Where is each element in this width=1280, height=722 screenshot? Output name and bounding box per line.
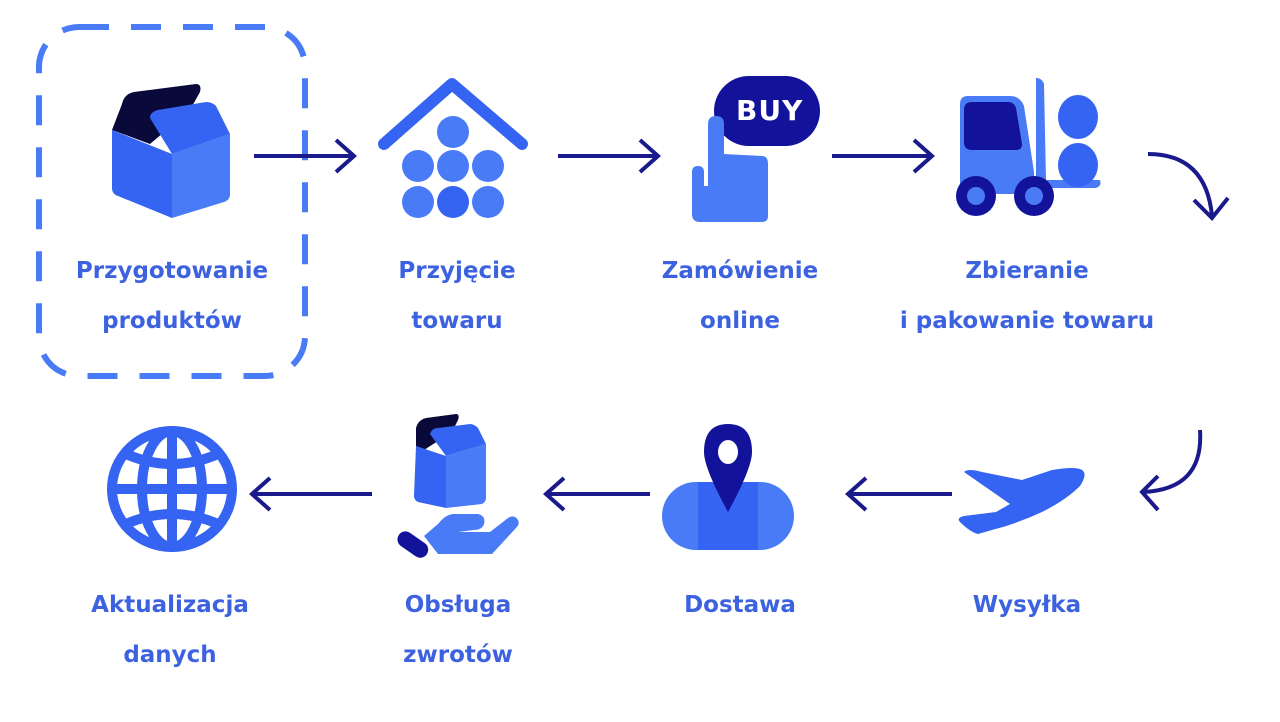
arrow-right-icon [832,138,936,174]
step-label: zwrotów [403,642,513,668]
buy-click-icon: BUY [688,76,824,222]
arrow-curve-left-icon [1139,429,1203,512]
step-label: Aktualizacja [91,592,249,618]
map-pin-icon [662,424,794,550]
airplane-icon [958,468,1085,534]
step-label: towaru [411,308,503,334]
step-label: danych [123,642,217,668]
arrow-left-icon [248,476,372,512]
box-icon [112,84,230,218]
warehouse-icon [378,78,528,218]
step-label: Przyjęcie [398,258,516,284]
step-label: online [700,308,780,334]
buy-badge: BUY [714,76,820,146]
step-label: Zamówienie [661,258,819,284]
step-label: Zbieranie [965,258,1089,284]
step-label: Dostawa [684,592,796,618]
step-label: i pakowanie towaru [899,308,1155,334]
arrow-right-icon [558,138,662,174]
arrow-right-icon [254,138,358,174]
step-highlight-frame [36,24,308,379]
step-label: Obsługa [404,592,512,618]
step-label: produktów [102,308,242,334]
forklift-icon [956,78,1101,216]
step-label: Przygotowanie [75,258,269,284]
globe-icon [107,426,237,552]
arrow-left-icon [542,476,650,512]
hand-box-icon [397,414,519,558]
arrow-curve-down-icon [1147,152,1230,221]
step-label: Wysyłka [972,592,1082,618]
arrow-left-icon [844,476,952,512]
